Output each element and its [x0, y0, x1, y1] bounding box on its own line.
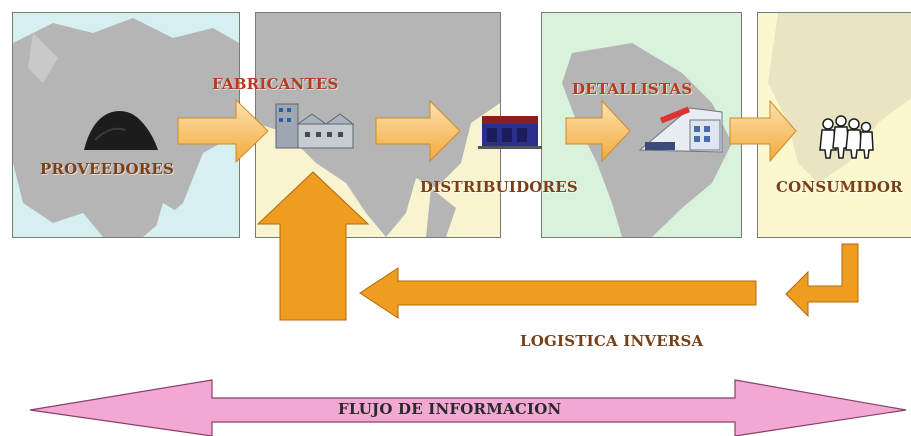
forward-arrow-4: [729, 99, 797, 163]
label-consumidores: CONSUMIDOR: [776, 178, 903, 196]
label-flujo-informacion: FLUJO DE INFORMACION: [338, 400, 562, 418]
south-america-map: [562, 43, 732, 237]
label-proveedores: PROVEEDORES: [40, 160, 175, 178]
label-distribuidores: DISTRIBUIDORES: [420, 178, 578, 196]
raw-material-pile-icon: [84, 111, 158, 150]
factory-icon: [275, 103, 355, 149]
africa-map: [768, 13, 911, 183]
store-truck-icon: [638, 106, 723, 153]
label-logistica-inversa: LOGISTICA INVERSA: [520, 332, 704, 350]
label-detallistas: DETALLISTAS: [572, 80, 693, 98]
forward-arrow-3: [565, 99, 631, 163]
information-flow-arrow: [29, 379, 907, 436]
forward-arrow-2: [375, 99, 461, 163]
reverse-logistics-arrow: [256, 171, 859, 321]
warehouse-icon: [478, 116, 542, 149]
forward-arrow-1: [177, 98, 269, 164]
people-group-icon: [819, 115, 874, 159]
label-fabricantes: FABRICANTES: [212, 75, 339, 93]
